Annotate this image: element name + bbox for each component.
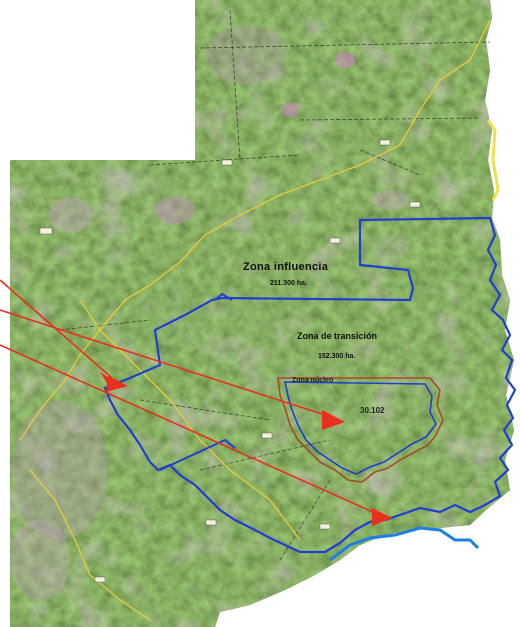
river [329,526,480,562]
transition-zone-label: Zona de transición [297,331,378,341]
core-zone-label: Zona núcleo [292,377,334,384]
transition-zone-area: 152.300 ha. [318,353,356,360]
core-zone-area: 30.102 [360,406,385,415]
core-zone-boundary [277,377,444,483]
road-markers [39,139,421,583]
inner-boundary [159,438,236,471]
influence-zone-boundary [103,216,517,554]
influence-zone-label: Zona influencia [243,261,329,273]
coast-line [486,119,500,201]
pointer-arrows [0,279,392,526]
roads [19,19,491,621]
influence-zone-area: 211.300 ha. [270,280,307,287]
admin-boundaries [59,9,491,561]
